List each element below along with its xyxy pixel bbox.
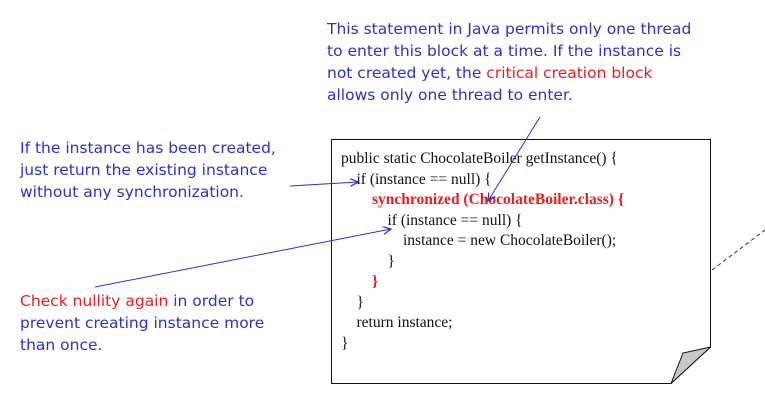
code-listing-card: public static ChocolateBoiler getInstanc… <box>331 139 711 384</box>
code-line: } <box>341 252 395 270</box>
annotation-synchronized-explanation: This statement in Java permits only one … <box>327 18 691 106</box>
code-line: if (instance == null) { <box>341 170 492 188</box>
code-line: public static ChocolateBoiler getInstanc… <box>341 150 618 167</box>
annotation-line: to enter this block at a time. If the in… <box>327 40 691 62</box>
code-line: } <box>341 293 364 311</box>
annotation-text: in order to <box>168 292 255 310</box>
code-line: } <box>341 334 349 352</box>
annotation-text: not created yet, the <box>327 64 487 82</box>
annotation-text: This statement in Java permits only one … <box>327 20 692 38</box>
code-card-frame <box>331 139 711 384</box>
annotation-text: prevent creating instance more <box>20 314 265 332</box>
highlighted-phrase: Check nullity again <box>20 292 169 310</box>
annotation-line: Check nullity again in order to <box>20 290 264 312</box>
annotation-text: without any synchronization. <box>20 183 244 201</box>
annotation-text: to enter this block at a time. If the in… <box>327 42 682 60</box>
annotation-line: just return the existing instance <box>20 159 276 181</box>
annotation-text: allows only one thread to enter. <box>327 86 573 104</box>
annotation-line: without any synchronization. <box>20 181 276 203</box>
code-lines: public static ChocolateBoiler getInstanc… <box>341 149 624 354</box>
annotation-line: not created yet, the critical creation b… <box>327 62 691 84</box>
annotation-line: If the instance has been created, <box>20 137 276 159</box>
page-fold-corner <box>670 346 711 384</box>
code-line: return instance; <box>341 314 453 331</box>
highlighted-phrase: critical creation block <box>486 64 653 82</box>
code-line-synchronized: } <box>341 273 379 290</box>
annotation-return-existing-instance: If the instance has been created, just re… <box>20 137 276 203</box>
dashed-connector-line <box>711 229 765 271</box>
code-line: if (instance == null) { <box>341 211 523 229</box>
code-line: instance = new ChocolateBoiler(); <box>341 232 617 249</box>
annotation-text: than once. <box>20 336 103 354</box>
annotation-line: prevent creating instance more <box>20 312 264 334</box>
code-line-synchronized: synchronized (ChocolateBoiler.class) { <box>341 191 624 208</box>
annotation-line: allows only one thread to enter. <box>327 84 691 106</box>
annotation-text: If the instance has been created, <box>20 139 276 157</box>
annotation-line: This statement in Java permits only one … <box>327 18 691 40</box>
annotation-check-nullity-again: Check nullity again in order to prevent c… <box>20 290 264 356</box>
annotation-line: than once. <box>20 334 264 356</box>
annotation-text: just return the existing instance <box>20 161 268 179</box>
